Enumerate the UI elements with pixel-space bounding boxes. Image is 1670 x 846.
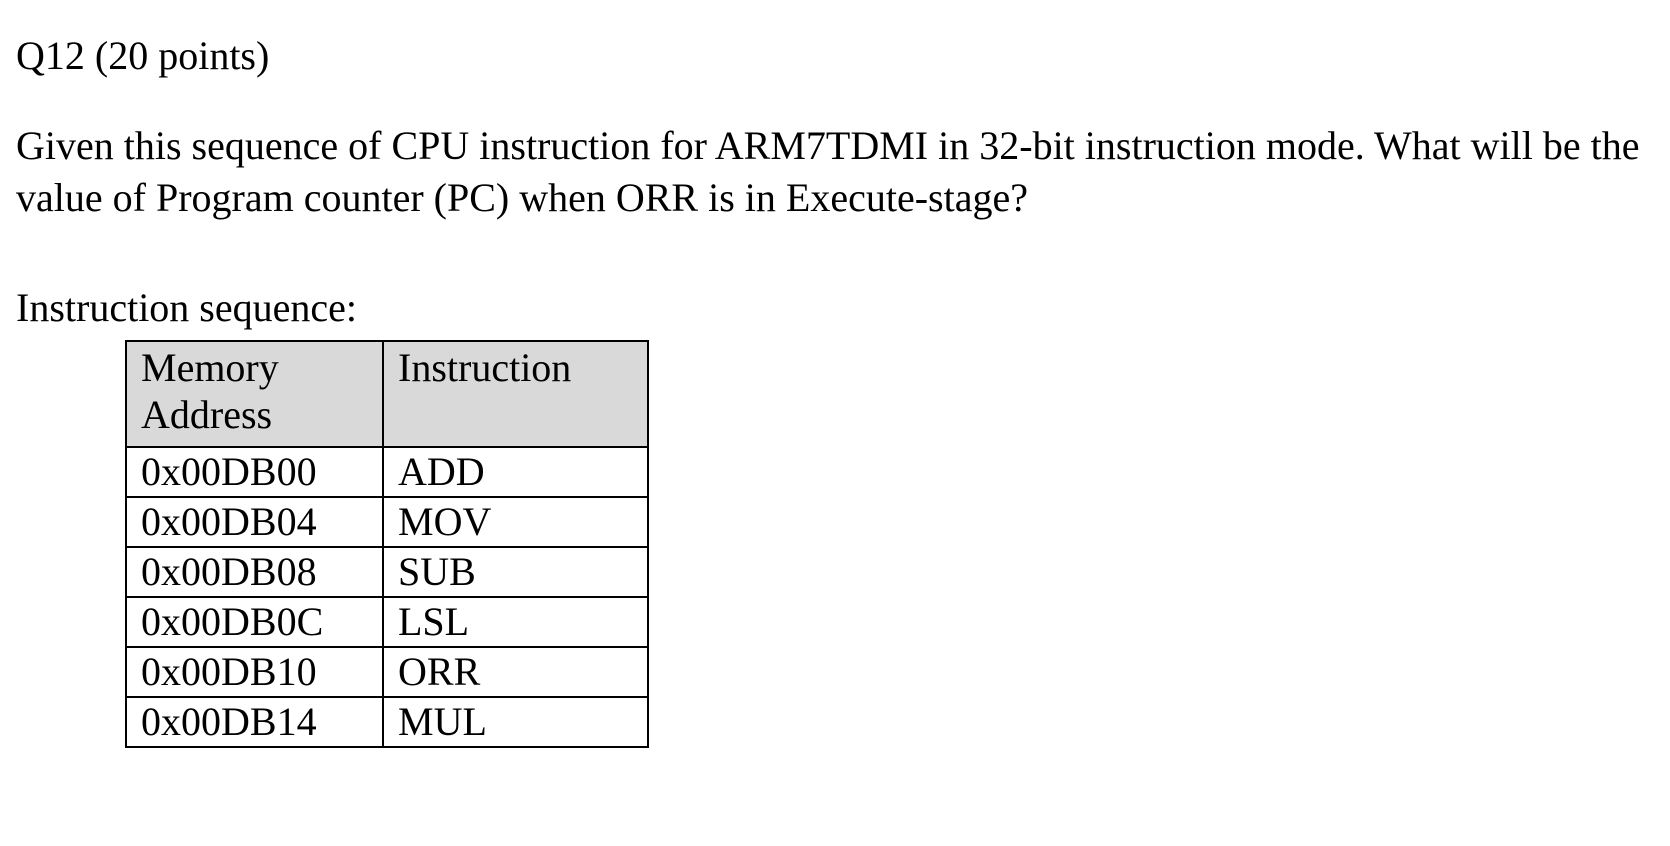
instruction-cell: ORR bbox=[382, 646, 649, 698]
instruction-cell: SUB bbox=[382, 546, 649, 598]
table-row: 0x00DB00 ADD bbox=[125, 446, 649, 498]
instruction-cell: ADD bbox=[382, 446, 649, 498]
table-row: 0x00DB14 MUL bbox=[125, 696, 649, 748]
column-header-memory-address: Memory Address bbox=[125, 340, 384, 448]
question-title: Q12 (20 points) bbox=[16, 33, 270, 78]
memory-address-cell: 0x00DB14 bbox=[125, 696, 384, 748]
table-caption: Instruction sequence: bbox=[16, 285, 357, 330]
memory-address-cell: 0x00DB00 bbox=[125, 446, 384, 498]
column-header-instruction: Instruction bbox=[382, 340, 649, 448]
memory-address-cell: 0x00DB08 bbox=[125, 546, 384, 598]
table-row: 0x00DB04 MOV bbox=[125, 496, 649, 548]
instruction-table-header: Memory Address Instruction bbox=[125, 340, 649, 448]
instruction-table: Memory Address Instruction 0x00DB00 ADD … bbox=[125, 340, 649, 748]
instruction-cell: MUL bbox=[382, 696, 649, 748]
instruction-table-body: 0x00DB00 ADD 0x00DB04 MOV 0x00DB08 SUB 0… bbox=[125, 446, 649, 748]
question-text: Given this sequence of CPU instruction f… bbox=[16, 123, 1640, 220]
header-row: Memory Address Instruction bbox=[125, 340, 649, 448]
instruction-cell: MOV bbox=[382, 496, 649, 548]
memory-address-cell: 0x00DB10 bbox=[125, 646, 384, 698]
table-row: 0x00DB0C LSL bbox=[125, 596, 649, 648]
instruction-cell: LSL bbox=[382, 596, 649, 648]
table-row: 0x00DB08 SUB bbox=[125, 546, 649, 598]
memory-address-cell: 0x00DB0C bbox=[125, 596, 384, 648]
memory-address-cell: 0x00DB04 bbox=[125, 496, 384, 548]
table-row: 0x00DB10 ORR bbox=[125, 646, 649, 698]
